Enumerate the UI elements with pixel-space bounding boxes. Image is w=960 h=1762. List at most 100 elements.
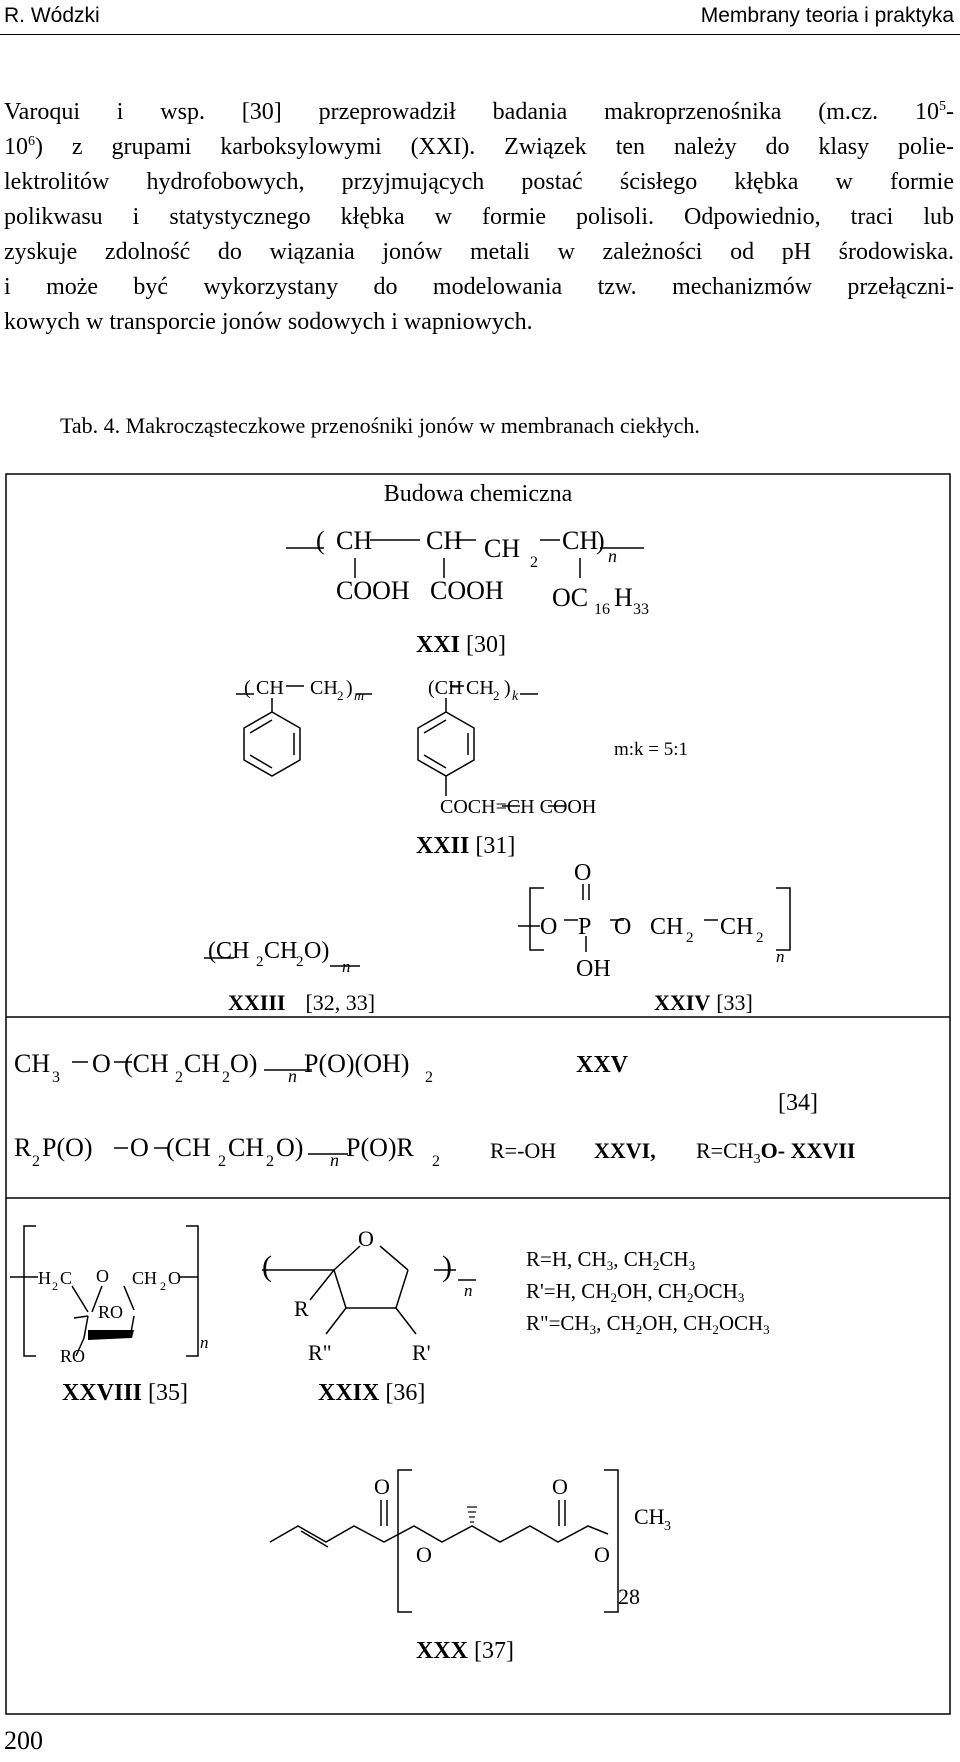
xxix-label: XXIX [36] xyxy=(318,1380,425,1406)
svg-text:(CH: (CH xyxy=(208,938,249,964)
svg-text:O: O xyxy=(92,1049,111,1078)
svg-text:P(O)(OH): P(O)(OH) xyxy=(304,1049,409,1078)
svg-text:2: 2 xyxy=(175,1069,183,1086)
svg-text:n: n xyxy=(776,947,785,966)
structure-xxiv: O O P O CH 2 CH 2 n OH xyxy=(518,860,791,982)
svg-text:R': R' xyxy=(412,1340,431,1365)
page-number: 200 xyxy=(4,1726,43,1755)
body-line-1: Varoqui i wsp. [30] przeprowadził badani… xyxy=(4,99,954,125)
svg-text:O: O xyxy=(552,1474,568,1499)
svg-text:): ) xyxy=(596,526,605,555)
xxi-label: XXI [30] xyxy=(416,632,506,658)
svg-text:n: n xyxy=(330,1150,339,1170)
svg-text:2: 2 xyxy=(256,954,264,970)
svg-text:COOH: COOH xyxy=(430,576,504,605)
svg-text:CH: CH xyxy=(466,677,494,699)
table-caption: Tab. 4. Makrocząsteczkowe przenośniki jo… xyxy=(60,413,700,438)
svg-text:n: n xyxy=(200,1333,209,1352)
xxvi-label: XXVI, xyxy=(594,1138,656,1163)
svg-text:R: R xyxy=(294,1296,309,1321)
svg-text:O: O xyxy=(574,860,591,886)
svg-text:O: O xyxy=(614,914,631,940)
svg-text:): ) xyxy=(442,1250,452,1283)
legend-r-double-prime: R"=CH3, CH2OH, CH2OCH3 xyxy=(526,1311,770,1337)
svg-text:2: 2 xyxy=(493,688,500,703)
body-line-7: kowych w transporcie jonów sodowych i wa… xyxy=(4,309,533,335)
xxx-repeat-count: 28 xyxy=(618,1584,640,1609)
svg-text:RO: RO xyxy=(60,1346,85,1366)
structure-xxv: CH 3 O (CH 2 CH 2 O) n P(O)(OH) 2 xyxy=(14,1049,433,1086)
svg-text:(CH: (CH xyxy=(428,677,462,699)
svg-text:n: n xyxy=(288,1066,297,1086)
svg-text:O: O xyxy=(130,1133,149,1162)
svg-text:n: n xyxy=(464,1281,473,1300)
svg-text:2: 2 xyxy=(296,954,304,970)
svg-text:CH: CH xyxy=(132,1268,157,1288)
svg-text:2: 2 xyxy=(218,1153,226,1170)
svg-text:2: 2 xyxy=(425,1069,433,1086)
xxx-label: XXX [37] xyxy=(416,1638,514,1664)
svg-text:O: O xyxy=(168,1268,181,1288)
r-oh-label: R=-OH xyxy=(490,1138,556,1163)
svg-text:H: H xyxy=(614,583,633,612)
svg-text:n: n xyxy=(608,546,617,566)
svg-text:CH: CH xyxy=(720,914,753,940)
svg-text:O: O xyxy=(416,1542,432,1567)
body-line-5: zyskuje zdolność do wiązania jonów metal… xyxy=(4,239,954,265)
svg-text:2: 2 xyxy=(32,1153,40,1170)
svg-text:O: O xyxy=(540,914,557,940)
svg-text:(CH: (CH xyxy=(166,1133,211,1162)
svg-text:m: m xyxy=(354,689,364,704)
body-line-6: i może być wykorzystany do modelowania t… xyxy=(4,274,954,300)
svg-text:2: 2 xyxy=(530,554,538,571)
svg-text:R": R" xyxy=(308,1340,332,1365)
svg-text:33: 33 xyxy=(633,601,649,618)
xxv-ref: [34] xyxy=(778,1090,818,1116)
body-line-2: 106) z grupami karboksylowymi (XXI). Zwi… xyxy=(4,134,954,160)
body-line-4: polikwasu i statystycznego kłębka w form… xyxy=(4,204,954,230)
svg-text:O: O xyxy=(358,1226,374,1251)
structure-xxviii: H 2 C O CH 2 O RO RO n xyxy=(10,1225,209,1366)
xxii-label: XXII [31] xyxy=(416,833,515,859)
svg-text:3: 3 xyxy=(664,1519,671,1534)
body-paragraph: Varoqui i wsp. [30] przeprowadził badani… xyxy=(4,95,954,340)
xxvii-label: R=CH3O- XXVII xyxy=(696,1138,855,1167)
header-book-title: Membrany teoria i praktyka xyxy=(700,4,954,27)
header-author: R. Wódzki xyxy=(4,4,100,27)
svg-text:C: C xyxy=(60,1268,72,1288)
svg-text:R: R xyxy=(14,1133,32,1162)
svg-text:2: 2 xyxy=(337,688,344,703)
svg-text:(: ( xyxy=(262,1250,272,1283)
svg-text:(: ( xyxy=(244,677,251,699)
svg-text:2: 2 xyxy=(52,1279,58,1293)
svg-text:O): O) xyxy=(276,1133,303,1162)
svg-text:P(O)R: P(O)R xyxy=(346,1133,415,1162)
svg-text:OC: OC xyxy=(552,583,588,612)
structure-xxvi: R 2 P(O) O (CH 2 CH 2 O) n P(O)R 2 xyxy=(14,1133,440,1170)
svg-text:OH: OH xyxy=(576,956,611,982)
table-header: Budowa chemiczna xyxy=(384,481,573,507)
svg-text:P(O): P(O) xyxy=(42,1133,93,1162)
structure-xxx: O O O O CH 3 28 xyxy=(269,1469,671,1613)
svg-text:n: n xyxy=(342,957,351,976)
xxix-substituent-legend: R=H, CH3, CH2CH3 R'=H, CH2OH, CH2OCH3 R"… xyxy=(526,1247,770,1337)
svg-text:CH: CH xyxy=(256,677,284,699)
svg-text:O: O xyxy=(594,1542,610,1567)
svg-text:CH: CH xyxy=(336,526,372,555)
svg-text:k: k xyxy=(512,689,519,704)
svg-text:CH: CH xyxy=(184,1049,220,1078)
svg-text:2: 2 xyxy=(266,1153,274,1170)
svg-text:16: 16 xyxy=(594,601,610,618)
xxviii-label: XXVIII [35] xyxy=(62,1380,188,1406)
svg-text:CH: CH xyxy=(484,534,520,563)
xxii-substituent: COCH=CH COOH xyxy=(440,796,596,818)
xxiv-label: XXIV[33] xyxy=(654,990,753,1015)
svg-text:CH: CH xyxy=(634,1504,665,1529)
legend-r-prime: R'=H, CH2OH, CH2OCH3 xyxy=(526,1279,744,1305)
structure-xxix: ( O ) n R R" R' xyxy=(262,1226,476,1365)
svg-text:RO: RO xyxy=(98,1302,123,1322)
svg-text:CH: CH xyxy=(264,938,297,964)
svg-text:2: 2 xyxy=(756,930,764,946)
xxiii-label: XXIII[32, 33] xyxy=(228,990,375,1015)
structure-xxii: ( CH CH 2 ) m (CH CH 2 ) k COCH=CH COOH xyxy=(236,677,596,818)
